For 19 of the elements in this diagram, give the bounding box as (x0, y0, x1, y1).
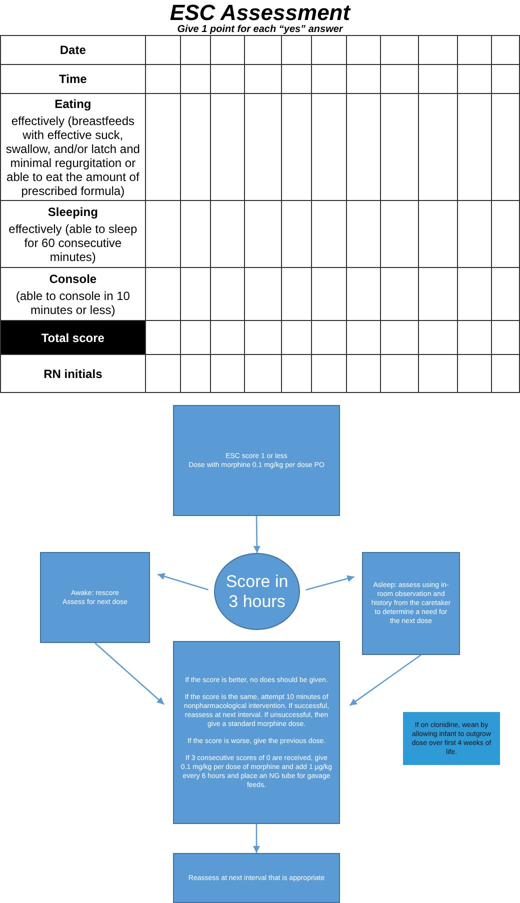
row-header: Eating (54, 96, 92, 110)
arrow (253, 516, 260, 553)
subtitle: Give 1 point for each “yes” answer (176, 24, 344, 35)
row-header: Sleeping (46, 204, 99, 218)
criteria-text: effectively (able to sleep for 60 consecutive minutes) (8, 222, 138, 264)
row-header: Console (48, 272, 98, 286)
arrow (94, 642, 164, 705)
row-header: RN initials (42, 366, 104, 380)
row-header: Date (58, 43, 87, 57)
arrow (253, 824, 260, 853)
arrow (306, 575, 354, 591)
score-ellipse: Score in 3 hours (214, 553, 300, 630)
row-header: Time (58, 72, 88, 86)
arrow (157, 573, 208, 590)
arrow (349, 654, 422, 706)
title: ESC Assessment (168, 0, 352, 25)
row-header: Total score (0, 320, 146, 354)
criteria-text: effectively (breastfeeds with effective suck, swallow, and/or latch and minimal regurgitation or able to eat the amount of prescribed formula) (4, 114, 141, 198)
criteria-text: (able to console in 10 minutes or less) (14, 288, 131, 316)
